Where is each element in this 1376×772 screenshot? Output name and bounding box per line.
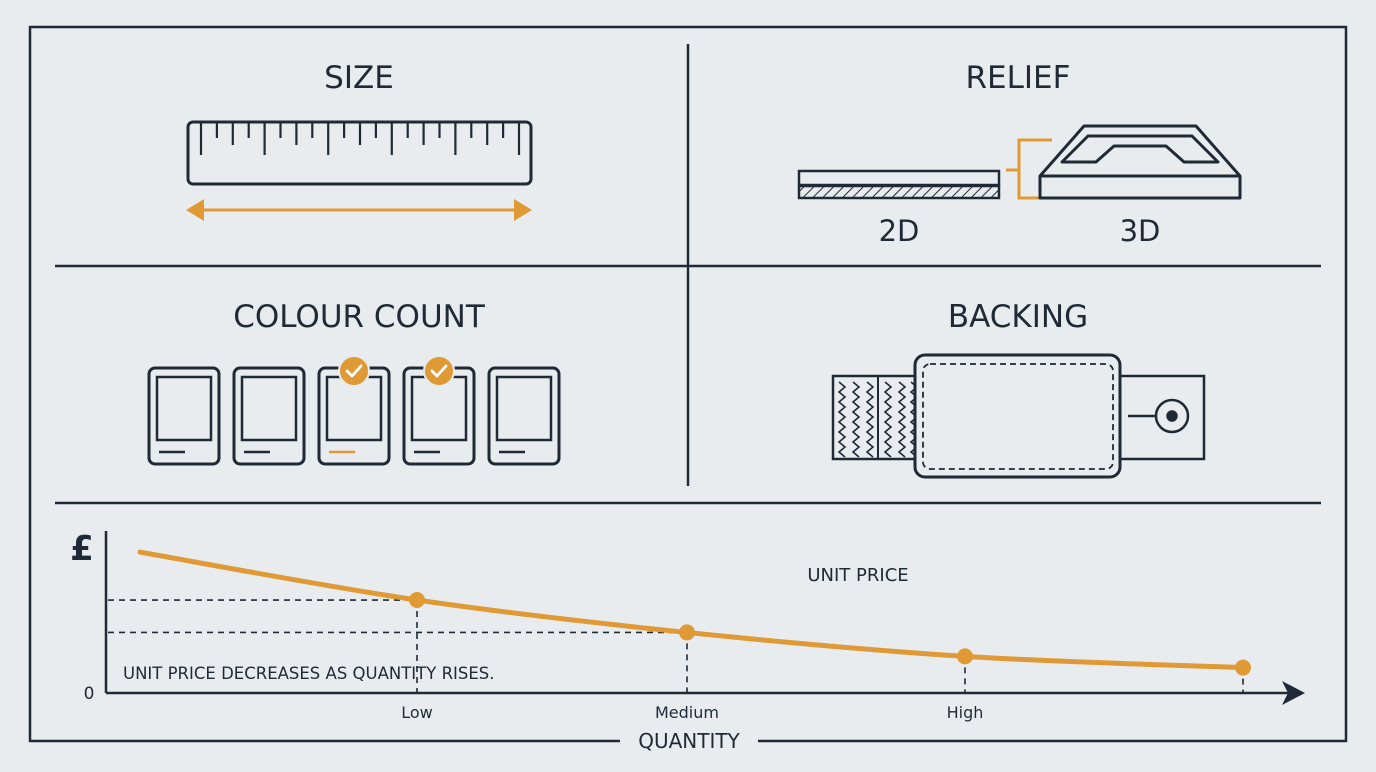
pin-icon	[1116, 374, 1206, 461]
panel-backing-title: BACKING	[948, 299, 1088, 335]
loop-texture	[897, 381, 907, 458]
loop-texture	[837, 381, 847, 458]
height-bracket-icon	[1006, 138, 1052, 200]
check-icon	[338, 355, 370, 387]
panel-relief-title: RELIEF	[966, 60, 1071, 96]
panel-backing: BACKING	[831, 299, 1206, 479]
panel-relief: RELIEF 2D 3D	[797, 60, 1242, 248]
x-axis-label: QUANTITY	[638, 729, 740, 753]
data-point-high	[957, 648, 973, 665]
double-arrow-icon	[186, 199, 532, 221]
check-icon	[423, 355, 455, 387]
x-axis-arrowhead	[1282, 681, 1305, 705]
panel-size-title: SIZE	[324, 60, 394, 96]
raised-patch-icon	[1038, 124, 1242, 200]
data-point-low	[409, 592, 425, 609]
loop-texture	[865, 381, 875, 458]
ruler-icon	[186, 120, 533, 186]
panel-size: SIZE	[186, 60, 533, 221]
colour-swatch-icon	[232, 366, 306, 466]
price-chart: £ 0 Low Medium High UNIT PRICE UNIT PRICE …	[70, 529, 1305, 753]
panel-colour-count-title: COLOUR COUNT	[233, 299, 486, 335]
colour-swatch-icon	[487, 366, 561, 466]
colour-swatch-icon	[147, 366, 221, 466]
data-point-end	[1235, 659, 1251, 676]
hook-loop-icon	[831, 374, 925, 461]
colour-swatch-row	[147, 355, 561, 466]
chart-caption: UNIT PRICE DECREASES AS QUANTITY RISES.	[123, 664, 495, 683]
series-label: UNIT PRICE	[807, 565, 908, 586]
x-tick-label: Low	[401, 703, 433, 722]
flat-patch-icon	[797, 169, 1001, 200]
outer-frame	[28, 25, 1348, 743]
x-tick-label: High	[947, 703, 984, 722]
loop-texture	[851, 381, 861, 458]
relief-2d-label: 2D	[879, 214, 920, 248]
loop-texture	[883, 381, 893, 458]
data-point-medium	[679, 624, 695, 641]
relief-3d-label: 3D	[1120, 214, 1161, 248]
x-tick-label: Medium	[655, 703, 719, 722]
patch-icon	[913, 353, 1122, 479]
unit-price-curve	[137, 549, 1246, 671]
panel-colour-count: COLOUR COUNT	[147, 299, 561, 466]
y-zero-label: 0	[84, 684, 95, 704]
y-axis-symbol: £	[70, 529, 94, 569]
